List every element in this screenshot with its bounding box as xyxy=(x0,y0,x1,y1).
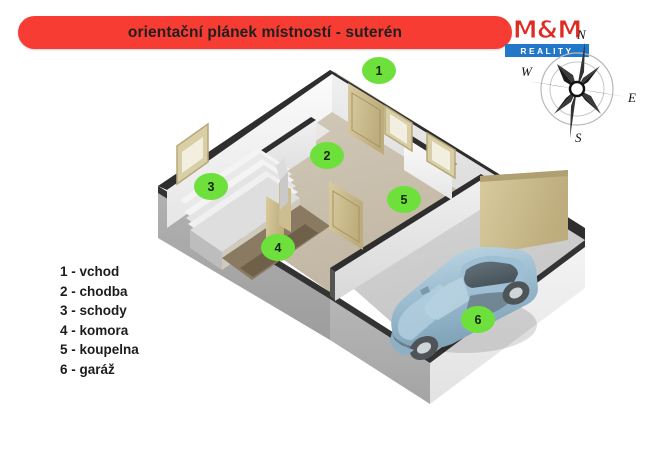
legend-item-1: 1 - vchod xyxy=(60,264,120,279)
logo-brand-text: M&M xyxy=(512,14,583,44)
legend-item-4: 4 - komora xyxy=(60,322,129,338)
window-back-right-1 xyxy=(384,104,413,153)
room-marker-1: 1 xyxy=(362,57,396,84)
compass-rose: N E S W xyxy=(513,27,645,150)
compass-east-label: E xyxy=(628,90,636,105)
fixture-detail xyxy=(276,158,288,210)
room-marker-2: 2 xyxy=(310,142,344,169)
window-back-left xyxy=(176,122,209,186)
outer-wall-front-right xyxy=(430,240,585,404)
partition-wall-garage xyxy=(330,174,486,301)
room-marker-6: 6 xyxy=(461,306,495,333)
compass-icon xyxy=(528,42,626,138)
room-legend: 1 - vchod 2 - chodba 3 - schody 4 - komo… xyxy=(60,262,139,379)
title-banner: orientační plánek místností - suterén xyxy=(18,16,512,49)
legend-item-6: 6 - garáž xyxy=(60,361,115,377)
room-marker-4: 4 xyxy=(261,234,295,261)
legend-item-2: 2 - chodba xyxy=(60,283,128,299)
legend-item-5: 5 - koupelna xyxy=(60,342,139,357)
compass-west-label: W xyxy=(521,64,532,79)
compass-south-label: S xyxy=(575,130,582,145)
compass-north-label: N xyxy=(577,27,586,42)
door-entry xyxy=(348,83,384,155)
page-title: orientační plánek místností - suterén xyxy=(127,23,403,41)
window-back-right-2 xyxy=(426,131,456,180)
garage-door xyxy=(480,170,568,256)
room-marker-5: 5 xyxy=(387,186,421,213)
room-marker-3: 3 xyxy=(194,173,228,200)
legend-item-3: 3 - schody xyxy=(60,303,127,318)
door-bathroom xyxy=(329,181,363,250)
